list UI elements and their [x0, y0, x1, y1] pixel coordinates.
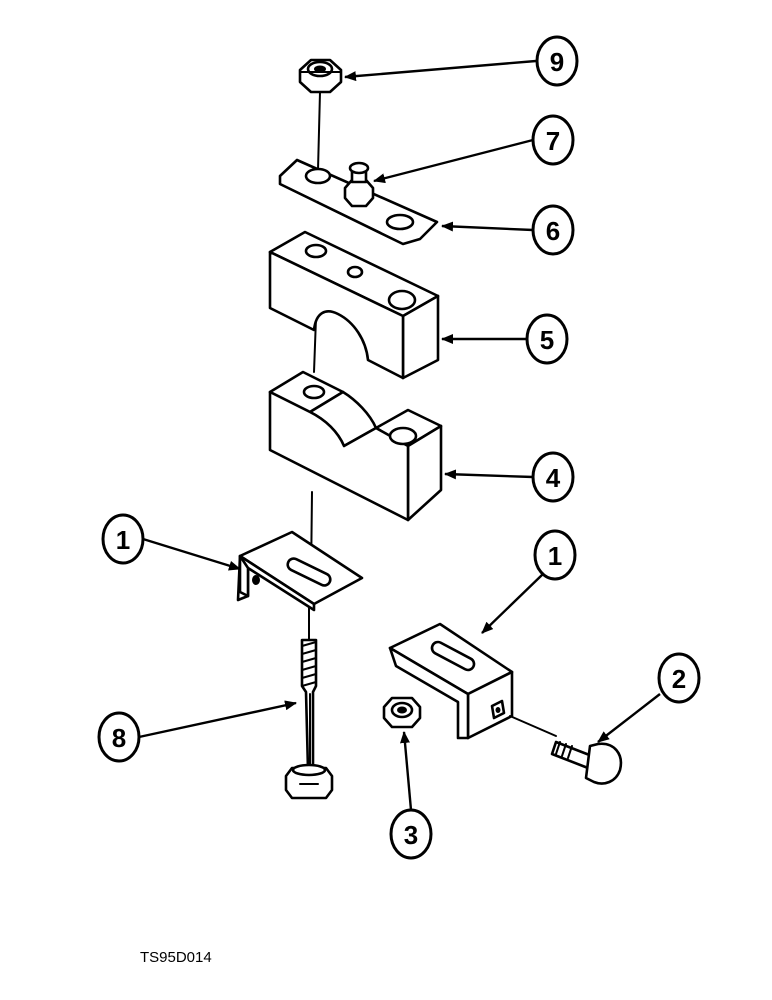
leader-lines — [138, 59, 661, 811]
leader-1b — [481, 573, 544, 634]
bolt — [284, 638, 334, 800]
leader-8 — [138, 700, 297, 739]
leader-4 — [444, 469, 534, 480]
callout-1a-label: 1 — [116, 525, 130, 555]
callout-1a: 1 — [101, 513, 145, 565]
hex-nut-top — [298, 58, 343, 94]
callout-6-label: 6 — [546, 216, 560, 246]
callout-6: 6 — [531, 204, 575, 256]
callout-5-label: 5 — [540, 325, 554, 355]
grease-fitting — [343, 161, 375, 208]
leader-1a — [142, 537, 241, 571]
bracket-left — [236, 530, 364, 612]
callout-4: 4 — [531, 451, 575, 503]
leader-2 — [597, 693, 661, 743]
figure-code: TS95D014 — [140, 949, 212, 966]
callout-9: 9 — [535, 35, 579, 87]
callout-3-label: 3 — [404, 820, 418, 850]
callout-9-label: 9 — [550, 47, 564, 77]
lower-clamp-half — [268, 370, 443, 522]
leader-9 — [344, 59, 537, 82]
callout-2-label: 2 — [672, 664, 686, 694]
callout-3: 3 — [389, 808, 433, 860]
callout-8-label: 8 — [112, 723, 126, 753]
callout-5: 5 — [525, 313, 569, 365]
leader-6 — [441, 221, 534, 232]
callout-1b-label: 1 — [548, 541, 562, 571]
callout-4-label: 4 — [546, 463, 561, 493]
hex-nut-lower — [382, 696, 422, 729]
leader-3 — [400, 731, 413, 811]
callout-7: 7 — [531, 114, 575, 166]
callout-1b: 1 — [533, 529, 577, 581]
leader-7 — [373, 138, 534, 184]
callout-7-label: 7 — [546, 126, 560, 156]
callout-8: 8 — [97, 711, 141, 763]
callout-2: 2 — [657, 652, 701, 704]
carriage-bolt — [509, 715, 623, 785]
upper-clamp-half — [268, 230, 440, 380]
